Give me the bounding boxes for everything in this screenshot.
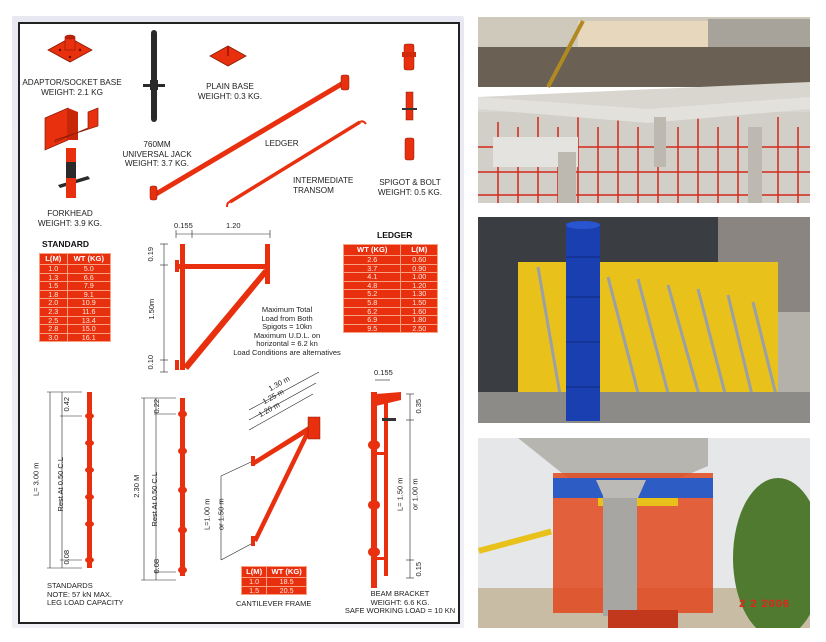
bracket-dimension-lines bbox=[160, 230, 271, 373]
standard-2-3m-icon bbox=[178, 398, 187, 576]
universal-jack-icon bbox=[143, 30, 165, 122]
standards-caption: STANDARDS NOTE: 57 kN MAX. LEG LOAD CAPA… bbox=[47, 581, 124, 607]
cantilever-length-2: or 1.50 m bbox=[216, 498, 226, 531]
bracket-dim-120: 1.20 bbox=[226, 221, 241, 230]
adaptor-base-label: ADAPTOR/SOCKET BASE WEIGHT: 2.1 KG bbox=[22, 78, 122, 97]
beam-bracket-caption: BEAM BRACKET WEIGHT: 6.6 KG. SAFE WORKIN… bbox=[344, 589, 456, 615]
standard-3m-icon bbox=[85, 392, 94, 568]
cantilever-caption: CANTILEVER FRAME bbox=[236, 599, 312, 608]
bracket-dim-0155: 0.155 bbox=[174, 221, 193, 230]
std2-dim-top: 0.22 bbox=[152, 398, 162, 414]
ledger-table-title: LEDGER bbox=[377, 230, 413, 240]
forkhead-icon bbox=[44, 107, 99, 198]
plain-base-label: PLAIN BASE WEIGHT: 0.3 KG. bbox=[197, 82, 263, 101]
photo-slab-formwork bbox=[478, 17, 810, 203]
std2-dim-bottom: 0.08 bbox=[152, 558, 162, 574]
spigot-bolt-icon bbox=[402, 43, 417, 161]
spigot-bolt-label: SPIGOT & BOLT WEIGHT: 0.5 KG. bbox=[377, 178, 443, 197]
standard-2-3m-dimension-lines bbox=[141, 397, 176, 581]
std1-dim-top: 0.42 bbox=[62, 396, 72, 412]
beam-bracket-icon bbox=[368, 392, 401, 588]
universal-jack-label: 760MM UNIVERSAL JACK WEIGHT: 3.7 KG. bbox=[122, 140, 192, 168]
photo-bridge-pier-shoring: 2 2 2006 bbox=[478, 438, 810, 628]
beam-bracket-length-2: or 1.00 m bbox=[410, 478, 420, 511]
std1-length: L= 3.00 m bbox=[31, 462, 41, 497]
beam-bracket-dim-top: 0.155 bbox=[374, 368, 393, 377]
beam-bracket-dim-015: 0.15 bbox=[414, 561, 424, 577]
ledger-icon bbox=[149, 74, 350, 201]
bracket-dim-019: 0.19 bbox=[146, 246, 156, 262]
cantilever-frame-icon bbox=[251, 416, 321, 546]
std2-rest: Rest At 0.50 C.L bbox=[150, 471, 160, 527]
bracket-frame-icon bbox=[175, 244, 270, 370]
beam-bracket-dimension-lines bbox=[375, 379, 414, 579]
intermediate-transom-icon bbox=[226, 120, 367, 208]
standard-table-title: STANDARD bbox=[42, 239, 90, 249]
photo-wall-formwork bbox=[478, 217, 810, 423]
bracket-load-notes: Maximum Total Load from Both Spigots = 1… bbox=[233, 305, 341, 357]
ledger-label: LEDGER bbox=[265, 139, 299, 148]
bracket-dim-010: 0.10 bbox=[146, 354, 156, 370]
std1-dim-bottom: 0.08 bbox=[62, 549, 72, 565]
standard-3m-dimension-lines bbox=[47, 391, 82, 569]
cantilever-dimension-lines bbox=[220, 371, 320, 561]
adaptor-base-icon bbox=[47, 34, 93, 63]
bracket-dim-150: 1.50m bbox=[147, 298, 157, 320]
std2-length: 2.30 M bbox=[132, 474, 142, 498]
beam-bracket-length-1: L= 1.50 m bbox=[395, 477, 405, 512]
std1-rest: Rest At 0.50 C.L bbox=[56, 456, 66, 512]
plain-base-icon bbox=[209, 45, 247, 67]
beam-bracket-dim-035: 0.35 bbox=[414, 398, 424, 414]
cantilever-length-1: L=1.00 m bbox=[202, 498, 212, 530]
transom-label: INTERMEDIATE TRANSOM bbox=[293, 176, 354, 195]
photo-date-stamp: 2 2 2006 bbox=[739, 598, 790, 610]
forkhead-label: FORKHEAD WEIGHT: 3.9 KG. bbox=[37, 209, 103, 228]
